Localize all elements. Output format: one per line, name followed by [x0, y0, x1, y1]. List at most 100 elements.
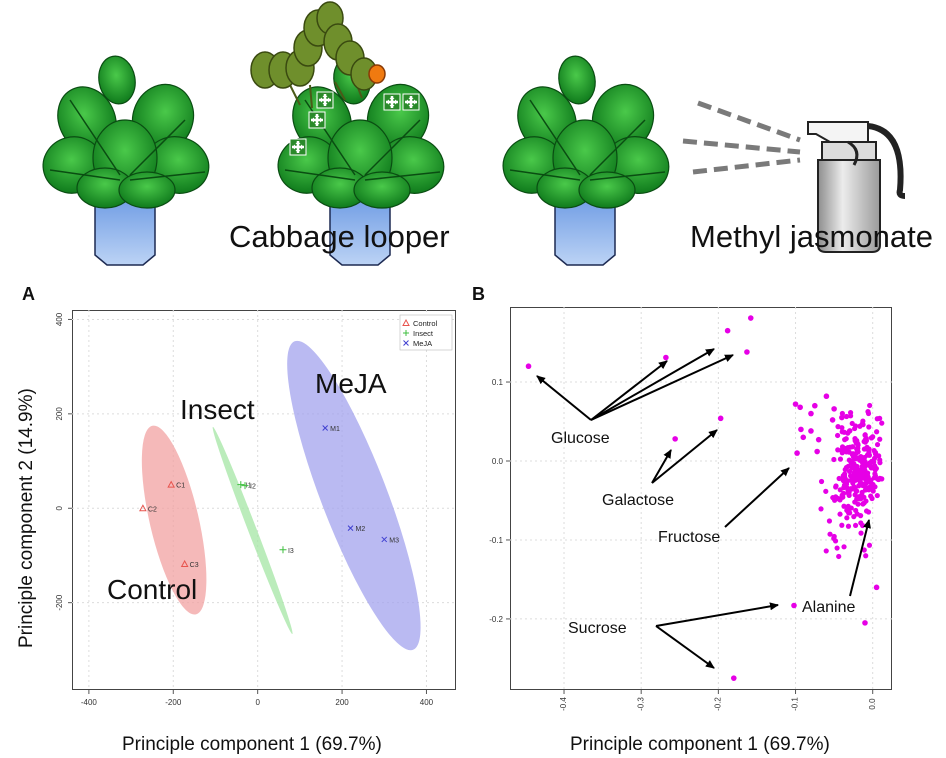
metabolite-point — [845, 463, 851, 469]
metabolite-point — [851, 465, 858, 471]
metabolite-point — [835, 432, 841, 439]
metabolite-point — [874, 441, 881, 448]
metabolite-point — [870, 488, 876, 494]
x-tick-label: -400 — [81, 698, 98, 707]
metabolite-point — [860, 418, 866, 424]
annotation-arrow — [651, 429, 718, 484]
metabolite-point — [865, 509, 872, 515]
legend-label: Control — [413, 319, 438, 328]
x-tick-label: -0.4 — [559, 697, 568, 711]
metabolite-point — [873, 465, 879, 472]
metabolite-point — [874, 492, 880, 499]
metabolite-point — [849, 451, 856, 458]
illustration-row — [36, 1, 906, 266]
caterpillar-icon — [250, 1, 386, 109]
metabolite-point — [829, 417, 836, 423]
metabolite-point — [841, 503, 847, 509]
galactose-annotation: Galactose — [602, 492, 674, 509]
metabolite-point — [862, 458, 868, 465]
metabolite-point — [812, 402, 818, 409]
metabolite-point — [854, 440, 860, 446]
metabolite-point — [730, 675, 737, 681]
metabolite-point — [843, 445, 849, 452]
y-tick-label: -0.1 — [489, 536, 503, 545]
metabolite-point — [842, 437, 848, 443]
metabolite-point — [808, 428, 814, 434]
annotation-arrow — [590, 354, 734, 421]
point-label: M1 — [330, 426, 340, 433]
legend-control-swatch — [402, 318, 410, 326]
metabolite-point — [525, 363, 532, 370]
metabolite-point — [869, 458, 875, 464]
meja-annotation: MeJA — [315, 368, 387, 399]
metabolite-point — [846, 468, 853, 475]
meja-point — [381, 536, 388, 543]
metabolite-point — [839, 492, 845, 498]
metabolite-point — [847, 444, 853, 450]
y-tick-label: 0 — [55, 505, 64, 510]
metabolite-point — [861, 446, 867, 452]
metabolite-point — [858, 520, 864, 526]
metabolite-point — [862, 432, 868, 438]
metabolite-point — [869, 495, 875, 502]
point-label: M3 — [389, 537, 399, 544]
metabolite-point — [866, 542, 873, 548]
metabolite-point — [835, 447, 841, 453]
point-label: I3 — [288, 548, 294, 555]
spray-lines — [682, 100, 801, 175]
metabolite-point — [859, 489, 865, 495]
metabolite-point — [863, 438, 870, 444]
y-tick-label: 200 — [55, 407, 64, 421]
metabolite-point — [815, 436, 822, 443]
annotation-arrow — [655, 602, 779, 627]
x-tick-label: -200 — [165, 698, 182, 707]
control-point — [180, 559, 189, 567]
metabolite-point — [861, 547, 867, 553]
sucrose-annotation: Sucrose — [568, 620, 627, 637]
metabolite-point — [844, 515, 850, 521]
x-tick-label: 400 — [420, 698, 434, 707]
metabolite-point — [827, 531, 833, 537]
metabolite-point — [831, 406, 837, 412]
annotation-arrow — [651, 449, 672, 484]
metabolite-point — [823, 548, 829, 554]
metabolite-point — [840, 473, 846, 479]
control-point — [139, 504, 147, 512]
y-tick-label: 0.1 — [492, 378, 504, 387]
metabolite-point — [853, 472, 859, 479]
metabolite-point — [848, 413, 854, 419]
metabolite-point — [843, 413, 850, 420]
metabolite-point — [870, 481, 876, 488]
metabolite-point — [833, 484, 839, 490]
fructose-annotation: Fructose — [658, 529, 720, 546]
control-annotation: Control — [107, 574, 197, 605]
metabolite-point — [859, 463, 865, 469]
metabolite-point — [851, 514, 857, 520]
metabolite-point — [879, 476, 885, 482]
metabolite-point — [874, 429, 880, 435]
metabolite-point — [747, 315, 754, 321]
metabolite-point — [841, 544, 847, 550]
control-point — [167, 480, 176, 488]
metabolite-point — [855, 449, 861, 455]
y-tick-label: -0.2 — [489, 615, 503, 624]
insect-point — [237, 481, 245, 489]
metabolite-point — [845, 523, 852, 529]
metabolite-point — [862, 482, 868, 488]
metabolite-point — [852, 425, 858, 432]
annotation-arrow — [655, 625, 715, 669]
metabolite-point — [871, 475, 877, 481]
annotation-arrow — [536, 375, 592, 421]
y-tick-label: 0.0 — [492, 457, 504, 466]
metabolite-point — [867, 402, 873, 409]
glucose-annotation: Glucose — [551, 430, 610, 447]
y-tick-label: 400 — [55, 312, 64, 326]
metabolite-point — [831, 456, 837, 463]
metabolite-point — [792, 401, 799, 407]
metabolite-point — [839, 414, 845, 421]
metabolite-point — [663, 354, 669, 361]
metabolite-point — [856, 483, 862, 489]
legend-label: MeJA — [413, 339, 432, 348]
metabolite-point — [845, 430, 851, 436]
